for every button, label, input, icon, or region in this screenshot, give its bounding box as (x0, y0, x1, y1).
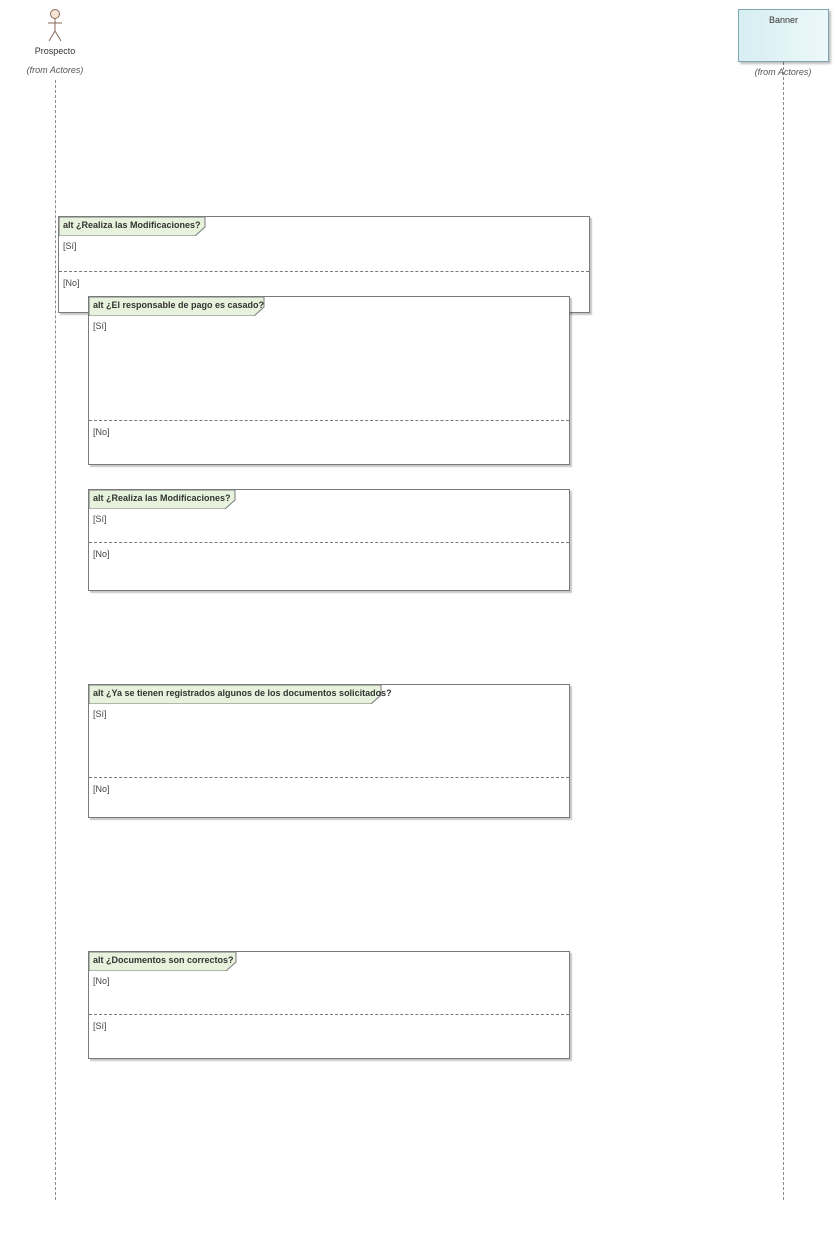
fragment-title: alt ¿Ya se tienen registrados algunos de… (93, 688, 392, 698)
classifier-package-label: (from Actores) (754, 67, 812, 77)
lifeline-banner (783, 62, 784, 1200)
fragment-title-tab: alt ¿Realiza las Modificaciones? (59, 217, 221, 236)
alt-fragment[interactable]: alt ¿Realiza las Modificaciones? [Sí] [N… (88, 489, 570, 591)
fragment-title: alt ¿Realiza las Modificaciones? (93, 493, 231, 503)
alt-fragment[interactable]: alt ¿Documentos son correctos? [No] [Sí] (88, 951, 570, 1059)
guard-label: [Sí] (93, 709, 107, 719)
guard-label: [No] (93, 976, 110, 986)
alt-fragment[interactable]: alt ¿Ya se tienen registrados algunos de… (88, 684, 570, 818)
fragment-title: alt ¿Documentos son correctos? (93, 955, 234, 965)
fragment-title: alt ¿El responsable de pago es casado? (93, 300, 265, 310)
guard-label: [Sí] (93, 514, 107, 524)
operand-separator (59, 271, 589, 272)
fragment-title-tab: alt ¿Documentos son correctos? (89, 952, 254, 971)
actor-stick-figure-icon (48, 9, 62, 42)
fragment-tab-shape (89, 685, 382, 704)
fragment-tab-shape (89, 490, 236, 509)
operand-separator (89, 542, 569, 543)
actor-package-label: (from Actores) (26, 65, 84, 75)
guard-label: [Sí] (63, 241, 77, 251)
guard-label: [Sí] (93, 1021, 107, 1031)
operand-separator (89, 777, 569, 778)
alt-fragment[interactable]: alt ¿El responsable de pago es casado? [… (88, 296, 570, 465)
guard-label: [Sí] (93, 321, 107, 331)
fragment-title-tab: alt ¿Realiza las Modificaciones? (89, 490, 251, 509)
guard-label: [No] (63, 278, 80, 288)
fragment-tab-shape (89, 952, 237, 971)
fragment-title-tab: alt ¿El responsable de pago es casado? (89, 297, 284, 316)
fragment-tab-shape (89, 297, 265, 316)
classifier-name: Banner (768, 15, 799, 25)
operand-separator (89, 420, 569, 421)
lifeline-banner-box[interactable]: Banner (738, 9, 829, 62)
fragment-tab-shape (59, 217, 206, 236)
actor-name: Prospecto (34, 46, 76, 56)
guard-label: [No] (93, 784, 110, 794)
lifeline-prospecto (55, 80, 56, 1200)
fragment-title: alt ¿Realiza las Modificaciones? (63, 220, 201, 230)
fragment-title-tab: alt ¿Ya se tienen registrados algunos de… (89, 685, 412, 704)
guard-label: [No] (93, 427, 110, 437)
operand-separator (89, 1014, 569, 1015)
guard-label: [No] (93, 549, 110, 559)
